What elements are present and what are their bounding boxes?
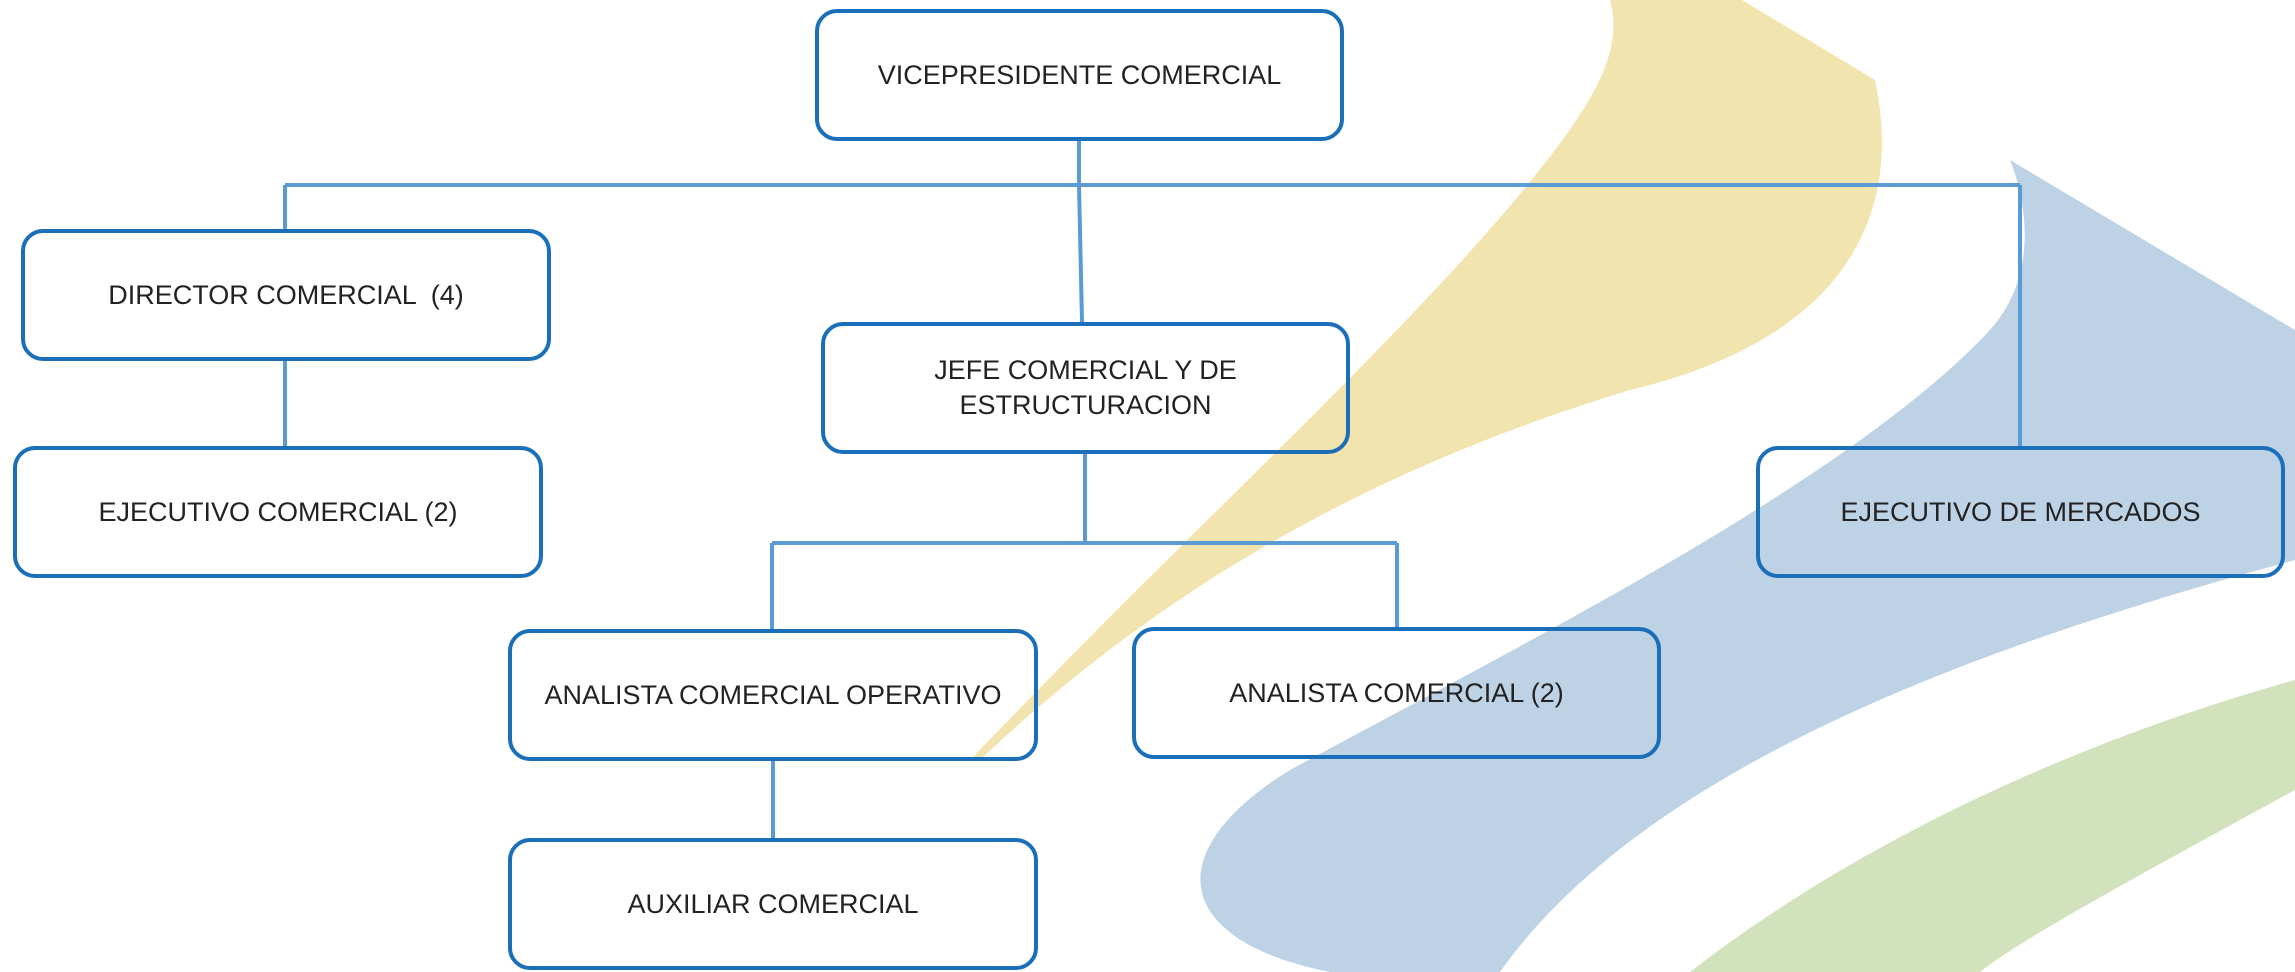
node-analista-comercial-operativo: ANALISTA COMERCIAL OPERATIVO	[508, 629, 1038, 761]
node-jefe-comercial: JEFE COMERCIAL Y DE ESTRUCTURACION	[821, 322, 1350, 454]
connector-vp-bus	[285, 141, 2020, 187]
node-label-line1: JEFE COMERCIAL Y DE	[934, 355, 1237, 385]
node-auxiliar-comercial: AUXILIAR COMERCIAL	[508, 838, 1038, 970]
node-label: VICEPRESIDENTE COMERCIAL	[877, 59, 1282, 90]
node-label-line2: ESTRUCTURACION	[959, 390, 1212, 420]
node-label: ANALISTA COMERCIAL (2)	[1229, 677, 1564, 708]
watermark-green-swoosh	[1690, 680, 2295, 972]
node-director-comercial: DIRECTOR COMERCIAL (4)	[21, 229, 551, 361]
watermark-yellow-swoosh	[970, 0, 1882, 760]
connector-jefe-to-analistas	[770, 454, 1399, 629]
node-ejecutivo-de-mercados: EJECUTIVO DE MERCADOS	[1756, 446, 2285, 578]
connector-to-jefe	[1077, 184, 1084, 323]
node-vicepresidente-comercial: VICEPRESIDENTE COMERCIAL	[815, 9, 1344, 141]
node-label: ANALISTA COMERCIAL OPERATIVO	[544, 679, 1002, 710]
node-label: EJECUTIVO COMERCIAL (2)	[98, 496, 458, 527]
node-label: EJECUTIVO DE MERCADOS	[1840, 496, 2201, 527]
node-label: AUXILIAR COMERCIAL	[627, 888, 919, 919]
node-analista-comercial: ANALISTA COMERCIAL (2)	[1132, 627, 1661, 759]
node-ejecutivo-comercial: EJECUTIVO COMERCIAL (2)	[13, 446, 543, 578]
node-label: DIRECTOR COMERCIAL (4)	[108, 279, 464, 310]
